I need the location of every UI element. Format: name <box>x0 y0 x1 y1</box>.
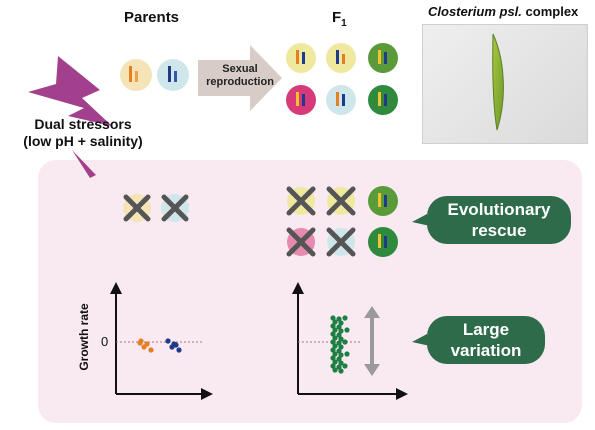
f1-growth-plot <box>292 282 408 400</box>
surviving-f1-3 <box>368 186 398 216</box>
f1-title: F1 <box>332 9 347 29</box>
reproduction-arrow <box>198 45 282 111</box>
parent-cell-navy <box>157 59 189 91</box>
stressed-parent-navy <box>161 194 189 222</box>
stressed-f1-2 <box>326 186 356 216</box>
green-dot-15 <box>330 339 336 345</box>
bubble-variation-bg <box>427 316 545 364</box>
f1-cell-5 <box>326 85 356 115</box>
green-dot-29 <box>330 363 336 369</box>
stressed-f1-5 <box>326 227 356 257</box>
green-dot-3 <box>342 315 348 321</box>
stressed-f1-4 <box>286 227 316 257</box>
parent-cell-orange <box>120 59 152 91</box>
green-dot-22 <box>332 351 338 357</box>
bubble-rescue-line2: rescue <box>471 221 527 240</box>
f1-title-subscript: 1 <box>341 18 347 29</box>
green-dot-5 <box>338 320 344 326</box>
green-dot-24 <box>344 351 350 357</box>
parent-growth-plot <box>110 282 213 400</box>
green-dot-32 <box>332 367 338 373</box>
bubble-rescue-tail <box>412 214 430 226</box>
f1-cell-1 <box>286 43 316 73</box>
zero-tick-label: 0 <box>101 334 109 349</box>
parents-title: Parents <box>124 9 180 26</box>
arrow-label-line2: reproduction <box>206 76 274 88</box>
f1-cell-6 <box>368 85 398 115</box>
green-dot-26 <box>336 356 342 362</box>
stressed-parent-orange <box>123 194 151 222</box>
closterium-photo <box>422 24 588 144</box>
navy-dot-3 <box>176 347 182 353</box>
bubble-variation-tail <box>412 334 430 346</box>
green-dot-27 <box>332 359 338 365</box>
green-dot-2 <box>336 316 342 322</box>
stress-label: Dual stressors (low pH + salinity) <box>6 116 160 150</box>
surviving-f1-6 <box>368 227 398 257</box>
orange-dot-5 <box>137 340 143 346</box>
bubble-rescue-bg <box>427 196 571 244</box>
bubble-variation-text: Large variation <box>427 319 545 361</box>
green-dot-6 <box>330 323 336 329</box>
navy-dot-1 <box>165 338 171 344</box>
f1-title-main: F <box>332 9 342 26</box>
green-dot-7 <box>336 324 342 330</box>
parent-dots-orange <box>137 338 154 353</box>
green-dot-11 <box>330 331 336 337</box>
arrow-label-line1: Sexual <box>222 63 258 75</box>
green-dot-20 <box>330 347 336 353</box>
bubble-rescue-line1: Evolutionary <box>447 200 551 219</box>
orange-dot-4 <box>141 344 147 350</box>
variation-double-arrow <box>364 306 380 376</box>
bubble-variation-line1: Large <box>462 320 510 339</box>
f1-dots-green <box>330 315 350 374</box>
species-name-italic: Closterium psl. <box>428 4 522 19</box>
green-dot-23 <box>338 352 344 358</box>
orange-dot-3 <box>148 347 154 353</box>
green-dot-1 <box>330 315 336 321</box>
parent-dots-navy <box>165 338 182 353</box>
green-dot-14 <box>338 336 344 342</box>
green-dot-31 <box>342 363 348 369</box>
green-dot-25 <box>330 355 336 361</box>
green-dot-18 <box>332 343 338 349</box>
green-dot-21 <box>336 348 342 354</box>
lightning-bolt-tail <box>72 150 96 178</box>
closterium-cell <box>492 33 504 131</box>
stressed-f1-1 <box>286 186 316 216</box>
y-axis-label: Growth rate <box>77 303 91 371</box>
stress-label-line1: Dual stressors <box>34 116 132 132</box>
green-dot-8 <box>332 327 338 333</box>
green-dot-12 <box>336 332 342 338</box>
green-dot-10 <box>344 327 350 333</box>
lightning-bolt-icon <box>28 56 112 126</box>
navy-dot-5 <box>173 342 179 348</box>
green-dot-17 <box>342 339 348 345</box>
green-dot-13 <box>332 335 338 341</box>
green-dot-4 <box>332 319 338 325</box>
f1-cell-3 <box>368 43 398 73</box>
bubble-rescue-text: Evolutionary rescue <box>427 199 571 241</box>
green-dot-9 <box>338 328 344 334</box>
species-name-rest: complex <box>521 4 579 19</box>
f1-cell-4 <box>286 85 316 115</box>
green-dot-30 <box>336 364 342 370</box>
f1-cell-2 <box>326 43 356 73</box>
stress-label-line2: (low pH + salinity) <box>23 133 143 149</box>
bubble-variation-line2: variation <box>450 341 522 360</box>
green-dot-19 <box>338 344 344 350</box>
navy-dot-4 <box>169 344 175 350</box>
green-dot-28 <box>338 360 344 366</box>
arrow-label: Sexual reproduction <box>200 63 280 89</box>
green-dot-16 <box>336 340 342 346</box>
green-dot-33 <box>338 368 344 374</box>
species-label: Closterium psl. complex <box>428 4 578 19</box>
